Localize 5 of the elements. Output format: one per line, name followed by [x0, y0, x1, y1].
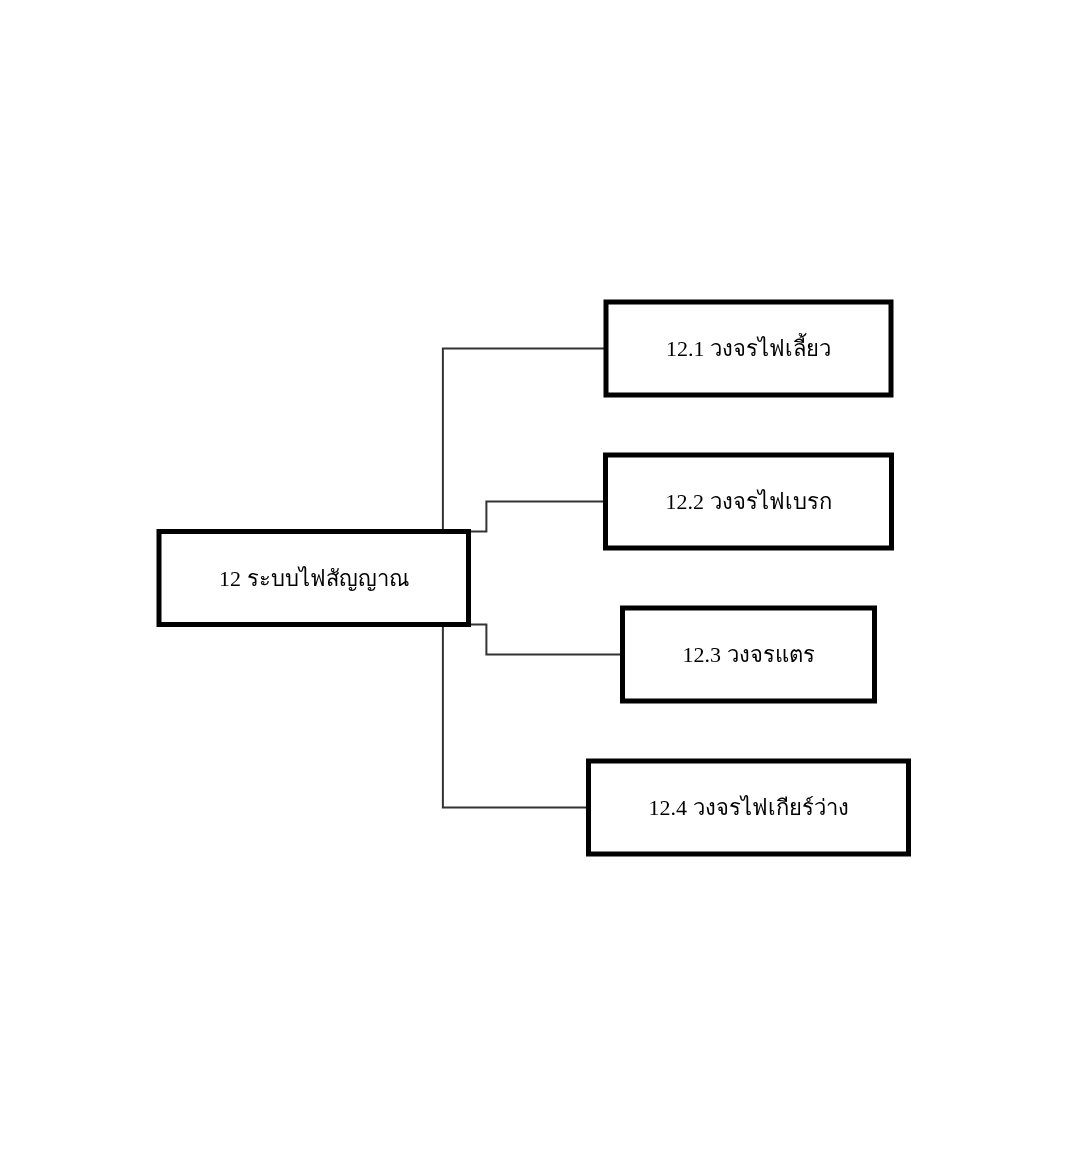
- node-box: 12.4 วงจรไฟเกียร์ว่าง: [585, 758, 911, 857]
- node-box: 12.1 วงจรไฟเลี้ยว: [603, 299, 894, 398]
- node-box: 12.2 วงจรไฟเบรก: [602, 452, 894, 551]
- node-box: 12 ระบบไฟสัญญาณ: [156, 529, 471, 627]
- node-box: 12.3 วงจรแตร: [619, 605, 877, 704]
